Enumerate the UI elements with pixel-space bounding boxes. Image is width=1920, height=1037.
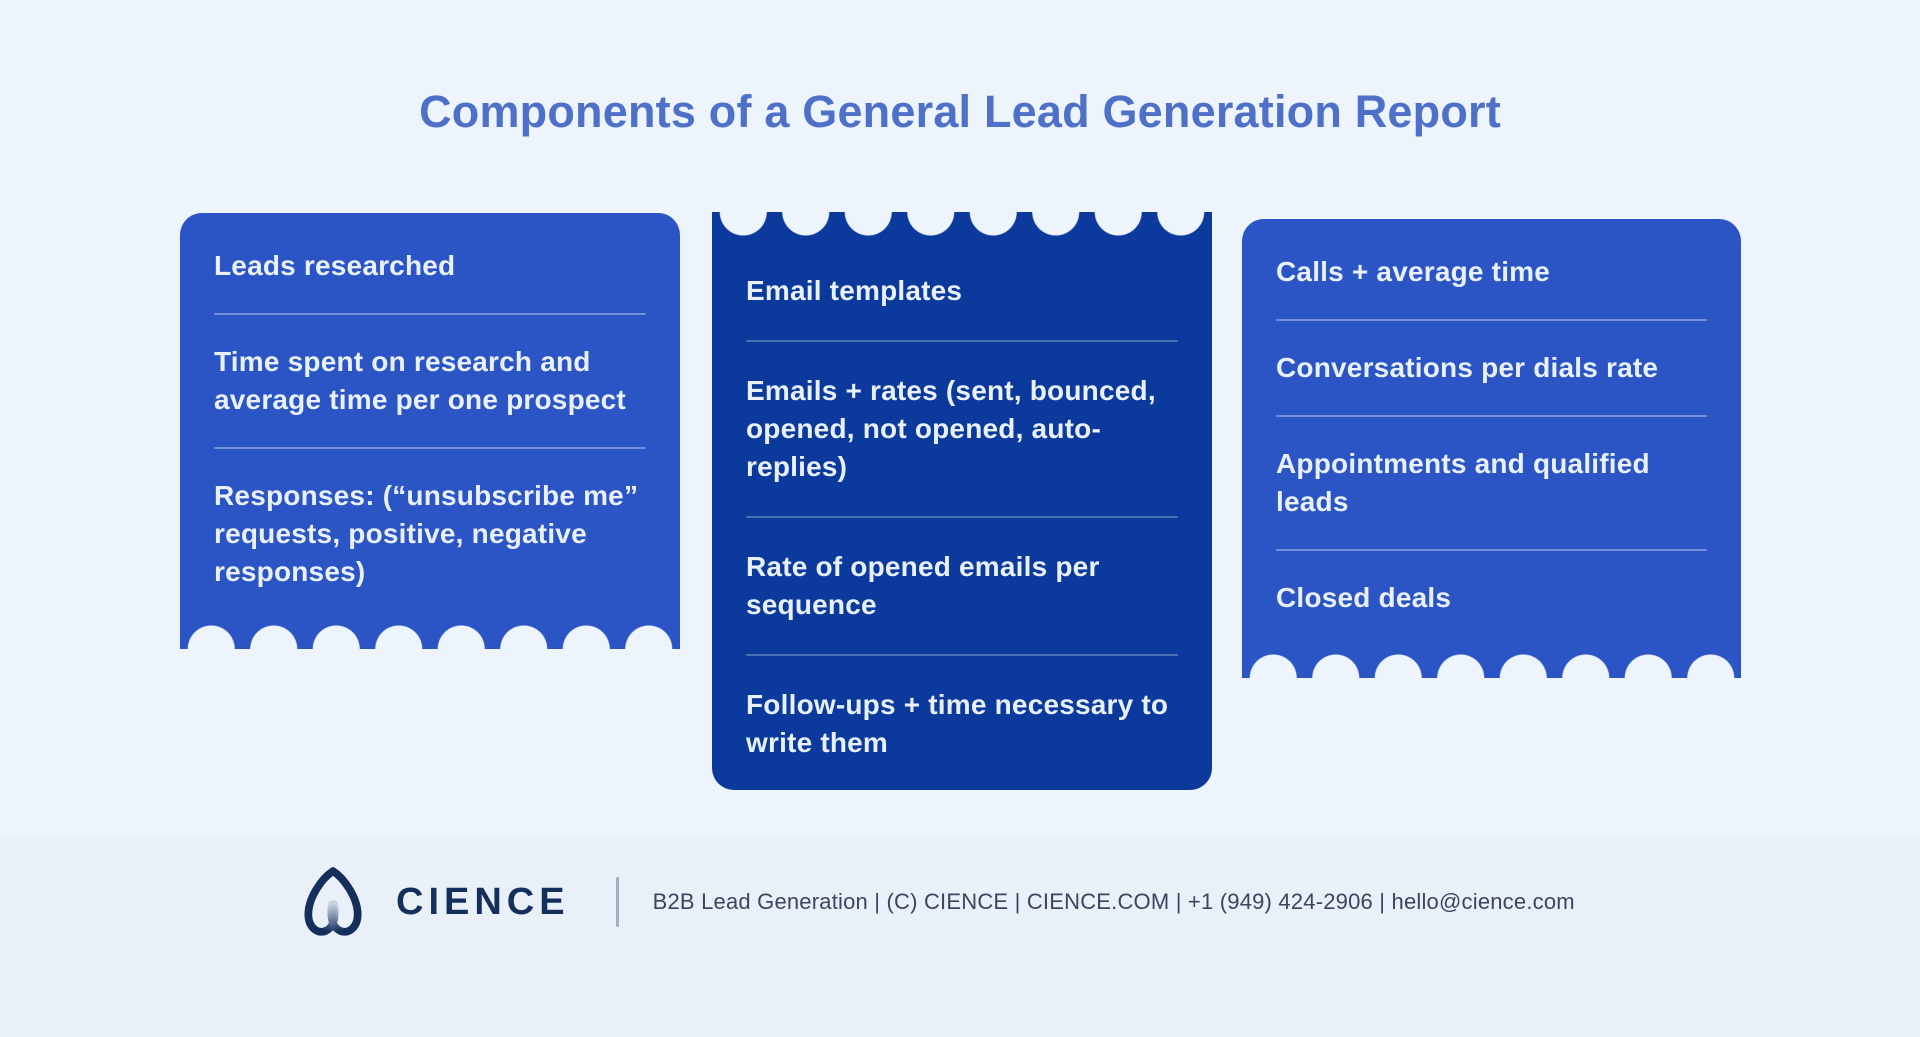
footer-divider xyxy=(615,877,619,927)
item-divider xyxy=(746,516,1178,518)
card-item: Responses: (“unsubscribe me” requests, p… xyxy=(214,480,639,587)
card-item: Appointments and qualified leads xyxy=(1276,448,1650,517)
brand-wordmark: CIENCE xyxy=(396,880,570,923)
item-divider xyxy=(1276,549,1707,551)
page-title: Components of a General Lead Generation … xyxy=(419,86,1501,137)
card-item: Follow-ups + time necessary to write the… xyxy=(746,689,1169,758)
item-divider xyxy=(214,313,646,315)
card-item: Email templates xyxy=(746,275,963,306)
card-item: Emails + rates (sent, bounced, opened, n… xyxy=(746,375,1156,482)
cience-arch-logo-icon xyxy=(304,867,362,936)
footer-band xyxy=(0,835,1920,1037)
footer-info-text: B2B Lead Generation | (C) CIENCE | CIENC… xyxy=(652,889,1575,914)
item-divider xyxy=(746,340,1178,342)
card-item: Calls + average time xyxy=(1276,256,1551,287)
card-item: Conversations per dials rate xyxy=(1276,352,1659,383)
item-divider xyxy=(746,654,1178,656)
item-divider xyxy=(214,447,646,449)
item-divider xyxy=(1276,415,1707,417)
brand-lockup: CIENCE xyxy=(300,865,570,939)
item-divider xyxy=(1276,319,1707,321)
card-item: Time spent on research and average time … xyxy=(214,346,626,415)
card-item: Leads researched xyxy=(214,250,456,281)
footer: CIENCE B2B Lead Generation | (C) CIENCE … xyxy=(300,864,1575,940)
card-item: Rate of opened emails per sequence xyxy=(746,551,1100,620)
card-item: Closed deals xyxy=(1276,582,1452,613)
